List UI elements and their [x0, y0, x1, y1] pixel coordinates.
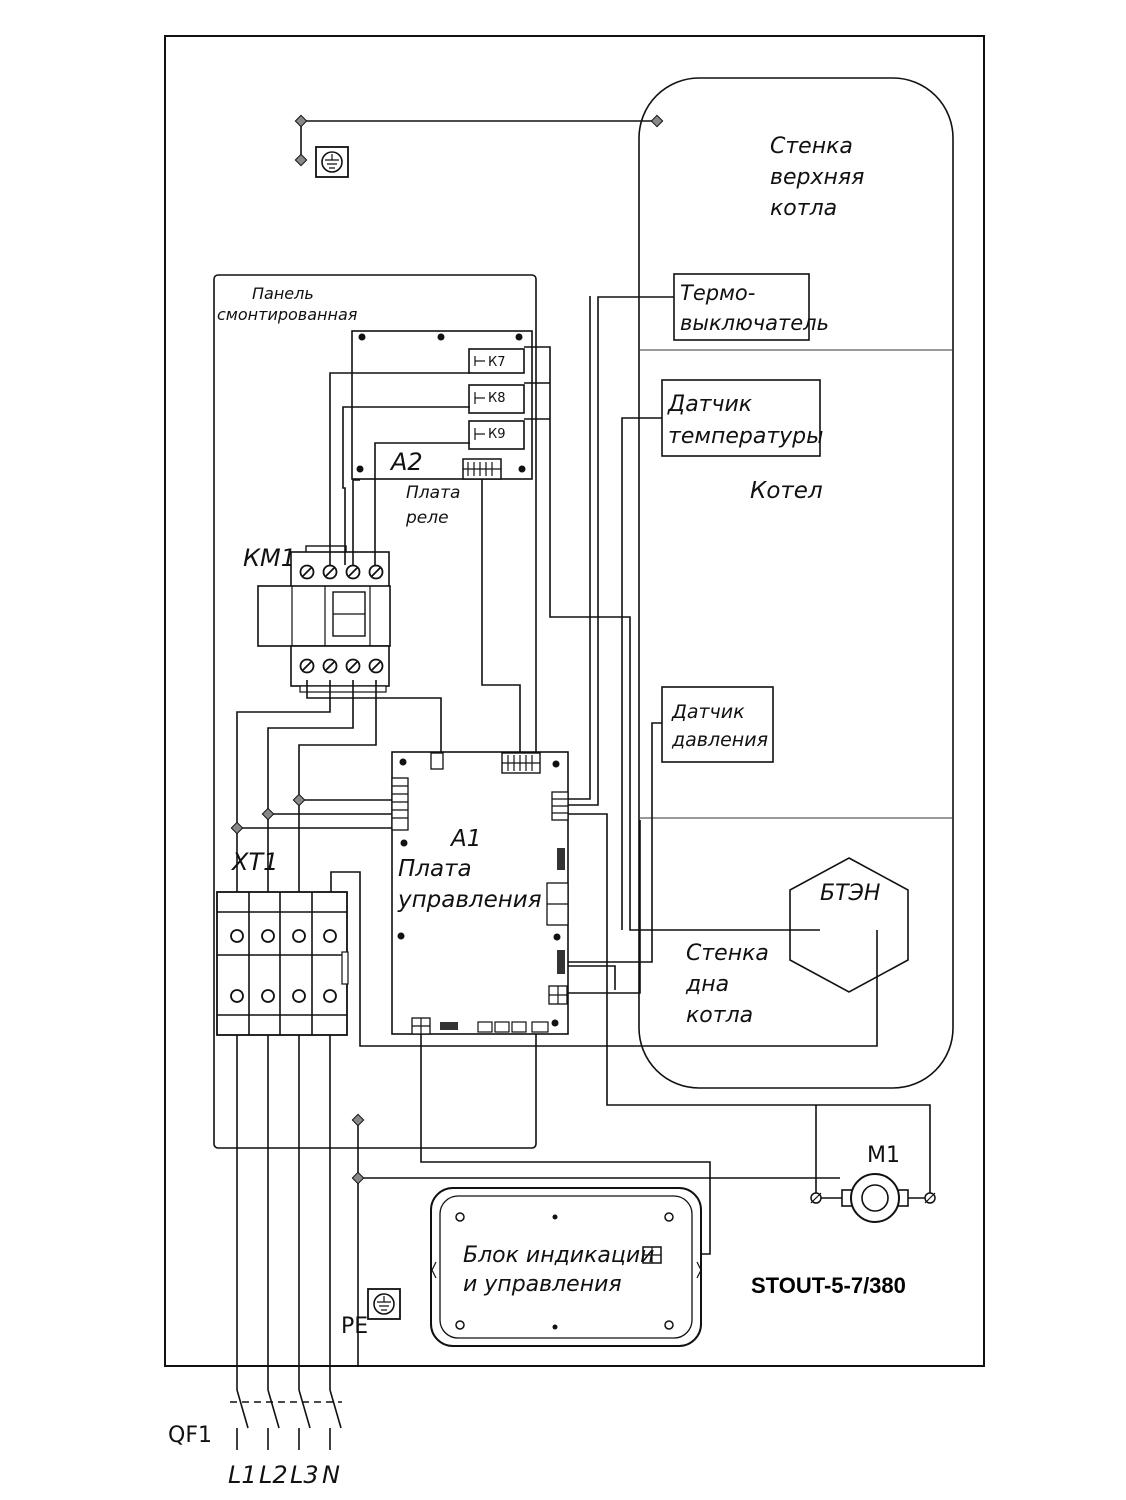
wall-top-label-1: Стенка	[770, 134, 853, 159]
wall-top-label-3: котла	[770, 196, 837, 221]
boiler-label: Котел	[750, 478, 823, 504]
ground-icon-pe	[367, 1288, 401, 1320]
model-label: STOUT-5-7/380	[751, 1273, 906, 1298]
temp-sensor-box	[661, 379, 821, 457]
motor-label: М1	[867, 1143, 900, 1168]
control-board-label-1: Плата	[398, 856, 472, 882]
motor-m1	[810, 1173, 936, 1223]
pressure-sensor-label-2: давления	[671, 729, 768, 751]
temp-sensor-label-2: температуры	[668, 424, 823, 449]
relay-board-label-2: реле	[405, 508, 449, 528]
heater-label: БТЭН	[820, 881, 880, 906]
temp-sensor-label-1: Датчик	[667, 392, 753, 417]
thermo-switch-label-2: выключатель	[680, 311, 829, 335]
relay-k7: К7	[468, 348, 525, 374]
line-l2: L2	[259, 1461, 288, 1489]
ground-icon-top	[315, 146, 349, 178]
line-l3: L3	[290, 1461, 319, 1489]
relay-board-id: А2	[389, 448, 423, 476]
contactor-label: КМ1	[243, 544, 296, 572]
relay-k7-label: К7	[488, 355, 506, 370]
terminal-block-xt1	[216, 891, 349, 1036]
control-board-label-2: управления	[397, 887, 542, 913]
breaker-label: QF1	[168, 1423, 212, 1448]
breaker-qf1	[230, 1389, 342, 1450]
panel-label-2: смонтированная	[217, 305, 358, 324]
enclosure-frame	[164, 35, 985, 1367]
relay-k8-label: К8	[488, 391, 506, 406]
relay-k8: К8	[468, 384, 525, 414]
boiler-body	[638, 77, 954, 1089]
control-board-id: А1	[449, 826, 481, 852]
line-n: N	[322, 1461, 340, 1489]
contactor-km1	[257, 545, 391, 693]
wall-bottom-label-2: дна	[685, 972, 729, 997]
mounted-panel	[213, 274, 537, 1149]
control-board	[391, 751, 569, 1035]
panel-label-1: Панель	[252, 284, 314, 303]
thermo-switch-label-1: Термо-	[680, 281, 755, 305]
ground-label: РЕ	[341, 1314, 368, 1339]
wall-top-label-2: верхняя	[770, 165, 864, 190]
heater-element	[789, 857, 909, 993]
terminal-block-label: ХТ1	[230, 848, 278, 876]
display-unit-label-2: и управления	[463, 1272, 622, 1297]
pressure-sensor-label-1: Датчик	[671, 701, 745, 723]
wall-bottom-label-3: котла	[686, 1003, 753, 1028]
thermo-switch-box	[673, 273, 810, 341]
line-l1: L1	[228, 1461, 257, 1489]
relay-k9: К9	[468, 420, 525, 450]
relay-k9-label: К9	[488, 427, 506, 442]
display-unit-label-1: Блок индикации	[463, 1243, 654, 1268]
relay-board-label-1: Плата	[406, 483, 460, 503]
wall-bottom-label-1: Стенка	[686, 941, 769, 966]
pressure-sensor-box	[661, 686, 774, 763]
display-unit	[430, 1187, 702, 1347]
junction-nodes	[230, 114, 664, 1185]
